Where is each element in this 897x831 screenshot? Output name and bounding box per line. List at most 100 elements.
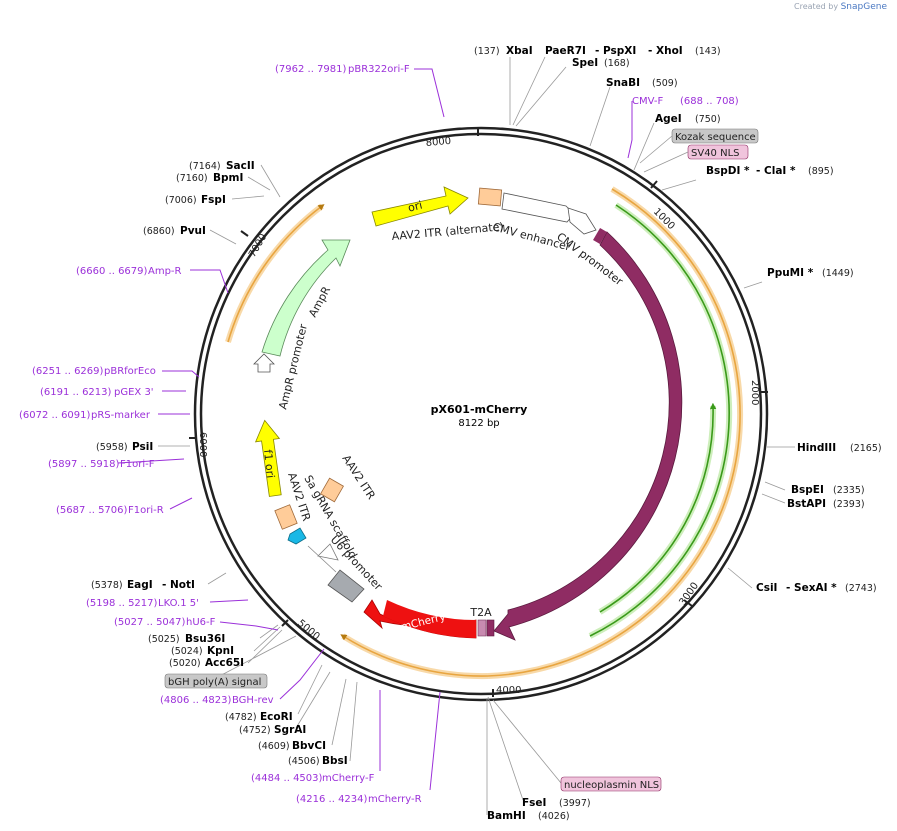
enzyme-fspi[interactable]: FspI — [201, 194, 226, 206]
cmv-promoter-feature[interactable] — [567, 207, 597, 235]
enzyme-xhoi[interactable]: - XhoI — [648, 45, 683, 57]
enzyme-eagi[interactable]: EagI — [127, 579, 153, 591]
enzyme-agei[interactable]: AgeI — [655, 113, 682, 125]
enzyme-bamhi[interactable]: BamHI — [487, 810, 526, 822]
enzyme-pvui[interactable]: PvuI — [180, 225, 206, 237]
enzyme-snabi[interactable]: SnaBI — [606, 77, 640, 89]
primer-mcherry-f[interactable]: mCherry-F — [322, 773, 375, 784]
primer-lko15[interactable]: LKO.1 5' — [158, 598, 199, 609]
enzyme-leaders — [158, 56, 795, 815]
enzyme-kpni[interactable]: KpnI — [207, 645, 234, 657]
boxed-features: Kozak sequence SV40 NLS bGH poly(A) sign… — [164, 128, 759, 792]
aav2-itr-left[interactable] — [274, 504, 298, 530]
enzyme-clai-pos: (895) — [808, 166, 834, 177]
enzyme-ppumi[interactable]: PpuMI * — [767, 267, 814, 279]
enzyme-acc65i[interactable]: Acc65I — [205, 657, 244, 669]
bgh-box[interactable] — [164, 673, 268, 689]
primer-f1ori-r[interactable]: F1ori-R — [128, 505, 164, 516]
primer-pbr322ori-f[interactable]: pBR322ori-F — [348, 64, 410, 75]
sa-grna-feature[interactable] — [287, 527, 307, 545]
primer-pgex3[interactable]: pGEX 3' — [114, 387, 154, 398]
primer-bgh-rev-range: (4806 .. 4823) — [160, 695, 232, 706]
enzyme-spei[interactable]: SpeI — [572, 57, 598, 69]
primer-cmv-f[interactable]: CMV-F — [632, 96, 663, 107]
enzyme-sexai-pos: (2743) — [845, 583, 877, 594]
enzyme-hindiii-pos: (2165) — [850, 443, 882, 454]
enzyme-labels: (137) XbaI PaeR7I - PspXI - XhoI (143) S… — [91, 45, 882, 822]
nucleoplasmin-box[interactable] — [560, 776, 662, 792]
snapgene-logo: SnapGene — [840, 2, 887, 12]
enzyme-bspdi[interactable]: BspDI * — [706, 165, 750, 177]
enzyme-bspei[interactable]: BspEI — [791, 484, 824, 496]
enzyme-agei-pos: (750) — [695, 114, 721, 125]
kozak-label: Kozak sequence — [675, 132, 756, 143]
enzyme-bstapi-pos: (2393) — [833, 499, 865, 510]
enzyme-sexai[interactable]: - SexAI * — [786, 582, 837, 594]
enzyme-psii[interactable]: PsiI — [132, 441, 153, 453]
enzyme-bbsi[interactable]: BbsI — [322, 755, 348, 767]
enzyme-ecori[interactable]: EcoRI — [260, 711, 293, 723]
primer-mcherry-r-range: (4216 .. 4234) — [296, 794, 368, 805]
enzyme-bbvci[interactable]: BbvCI — [292, 740, 326, 752]
primer-leaders — [117, 68, 633, 791]
aav2-itr-right[interactable] — [320, 477, 344, 503]
orf-arcs — [225, 186, 744, 680]
enzyme-bstapi[interactable]: BstAPI — [787, 498, 826, 510]
primer-lko15-range: (5198 .. 5217) — [86, 598, 158, 609]
enzyme-bpmi-pos: (7160) — [176, 173, 208, 184]
ori-label: ori — [407, 199, 424, 215]
enzyme-clai[interactable]: - ClaI * — [756, 165, 796, 177]
primer-f1ori-f[interactable]: F1ori-F — [120, 459, 155, 470]
enzyme-sacii-pos: (7164) — [189, 161, 221, 172]
ori-feature[interactable] — [371, 186, 469, 227]
enzyme-pspxi[interactable]: - PspXI — [595, 45, 636, 57]
nucleoplasmin-nls-feature[interactable] — [486, 619, 495, 637]
backbone-inner-strand — [199, 132, 763, 696]
primer-prs-marker-range: (6072 .. 6091) — [19, 410, 91, 421]
aav2-itr-alternate-feature[interactable] — [477, 187, 503, 207]
primer-bgh-rev[interactable]: BGH-rev — [232, 695, 274, 706]
primer-amp-r[interactable]: Amp-R — [148, 266, 182, 277]
enzyme-sgrai-pos: (4752) — [239, 725, 271, 736]
primer-pbrforeco[interactable]: pBRforEco — [104, 366, 156, 377]
enzyme-xbai[interactable]: XbaI — [506, 45, 533, 57]
cmv-enhancer-feature[interactable] — [501, 192, 575, 223]
enzyme-sgrai[interactable]: SgrAI — [274, 724, 306, 736]
enzyme-csii[interactable]: CsiI — [756, 582, 777, 594]
ampr-promoter-feature[interactable] — [253, 353, 275, 373]
backbone-outer-strand — [193, 126, 769, 702]
enzyme-fspi-pos: (7006) — [165, 195, 197, 206]
primer-mcherry-r[interactable]: mCherry-R — [368, 794, 422, 805]
scale-ticks — [189, 128, 768, 697]
f1-ori-feature[interactable] — [253, 419, 287, 498]
enzyme-bspei-pos: (2335) — [833, 485, 865, 496]
enzyme-hindiii[interactable]: HindIII — [797, 442, 836, 454]
primer-f1ori-r-range: (5687 .. 5706) — [56, 505, 128, 516]
primer-amp-r-range: (6660 .. 6679) — [76, 266, 148, 277]
saca9-feature[interactable] — [493, 231, 683, 641]
t2a-label: T2A — [469, 606, 492, 619]
ampr-label: AmpR — [306, 284, 333, 319]
aav2-itr-alternate-label: AAV2 ITR (alternate) — [391, 220, 504, 243]
primer-pbr322ori-f-range: (7962 .. 7981) — [275, 64, 347, 75]
enzyme-noti[interactable]: - NotI — [162, 579, 195, 591]
tick-5000: 5000 — [295, 618, 322, 643]
enzyme-bpmi[interactable]: BpmI — [213, 172, 243, 184]
t2a-feature[interactable] — [477, 619, 487, 637]
enzyme-bsu36i[interactable]: Bsu36I — [185, 633, 225, 645]
primer-pbrforeco-range: (6251 .. 6269) — [32, 366, 104, 377]
enzyme-paer7i[interactable]: PaeR7I — [545, 45, 586, 57]
primer-prs-marker[interactable]: pRS-marker — [91, 410, 151, 421]
sv40-nls-label: SV40 NLS — [691, 148, 740, 159]
u6-promoter-feature[interactable] — [327, 569, 365, 603]
enzyme-fsei[interactable]: FseI — [522, 797, 546, 809]
plasmid-name: pX601-mCherry — [431, 403, 528, 416]
enzyme-kpni-pos: (5024) — [171, 646, 203, 657]
primer-hu6-f[interactable]: hU6-F — [186, 617, 216, 628]
bgh-label: bGH poly(A) signal — [168, 677, 261, 688]
ampr-feature[interactable] — [261, 239, 351, 357]
enzyme-sacii[interactable]: SacII — [226, 160, 255, 172]
tick-2000: 2000 — [749, 380, 760, 405]
saca9-label: SaCas9 — [675, 449, 700, 490]
